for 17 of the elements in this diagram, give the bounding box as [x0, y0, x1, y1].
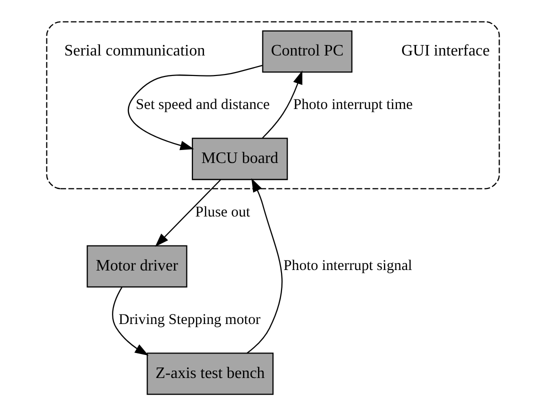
arrow [262, 70, 302, 138]
node-box: Control PC [262, 30, 352, 73]
node-box: Z-axis test bench [146, 352, 274, 395]
cluster [46, 21, 500, 190]
label: Serial communication [64, 42, 206, 60]
arrow [128, 64, 262, 150]
edge-label: Driving Stepping motor [118, 312, 260, 328]
node-box: Motor driver [86, 245, 188, 288]
arrow [246, 178, 283, 354]
edge-label: Photo interrupt signal [284, 258, 412, 274]
edge-label: Pluse out [195, 204, 250, 221]
edge-label: Photo interrupt time [293, 97, 413, 114]
edge-label: Set speed and distance [136, 97, 270, 114]
node-label: GUI interface [401, 42, 490, 60]
arrow [112, 286, 149, 356]
arrow [155, 179, 221, 247]
node-box: MCU board [192, 138, 288, 180]
